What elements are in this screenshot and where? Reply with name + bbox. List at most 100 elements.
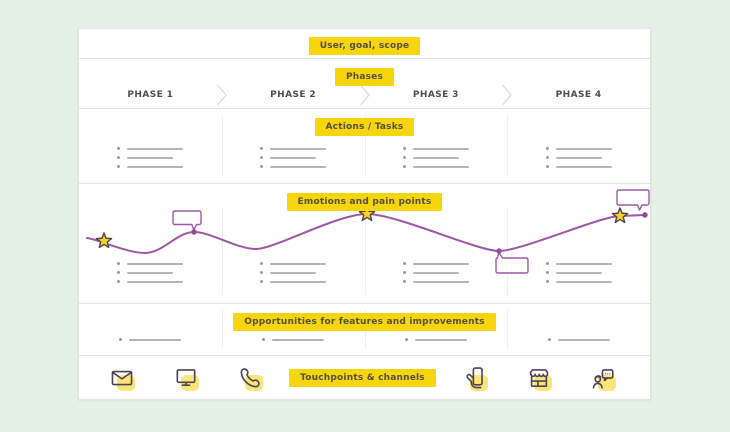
- placeholder-line: [555, 280, 612, 283]
- bullet-dot: [402, 147, 406, 150]
- placeholder-list: [402, 262, 469, 283]
- email-icon: [109, 365, 135, 391]
- list-item: [117, 147, 184, 150]
- bullet-dot: [545, 165, 549, 168]
- list-item: [545, 262, 612, 265]
- chevron-right-icon: [359, 84, 370, 106]
- journey-map-card: User, goal, scope Phases PHASE 1 PHASE 2…: [78, 28, 651, 400]
- list-item: [545, 156, 612, 159]
- bullet-dot: [402, 156, 406, 159]
- bullet-dot: [404, 338, 408, 341]
- placeholder-list: [545, 147, 612, 168]
- list-item: [260, 280, 327, 283]
- list-item: [545, 271, 612, 274]
- placeholder-line: [127, 147, 184, 150]
- list-item: [260, 147, 327, 150]
- bullet-dot: [545, 280, 549, 283]
- placeholder-line: [555, 147, 612, 150]
- bullet-dot: [117, 280, 121, 283]
- actions-tasks-badge: Actions / Tasks: [314, 118, 415, 136]
- list-item: [402, 156, 469, 159]
- list-item: [402, 271, 469, 274]
- emotion-curve: [86, 189, 650, 274]
- bullet-dot: [260, 262, 264, 265]
- placeholder-line: [414, 338, 467, 341]
- bullet-dot: [260, 156, 264, 159]
- placeholder-line: [412, 147, 469, 150]
- placeholder-line: [270, 147, 327, 150]
- curve-dot: [642, 212, 648, 218]
- badge-wrap: User, goal, scope: [308, 33, 421, 55]
- bullet-dot: [402, 271, 406, 274]
- section-user-goal-scope: User, goal, scope: [79, 29, 650, 59]
- phase-grid: PHASE 1 PHASE 2 PHASE 3 PHASE 4: [79, 81, 650, 108]
- list-item: [117, 165, 184, 168]
- list-item: [260, 271, 326, 274]
- touchpoint-icons-right: [462, 365, 616, 391]
- section-actions-tasks: Actions / Tasks: [79, 109, 650, 184]
- placeholder-line: [557, 338, 610, 341]
- bullet-dot: [260, 165, 264, 168]
- callout-bubble: [616, 189, 650, 211]
- bullet-dot: [545, 156, 549, 159]
- phase-4-label: PHASE 4: [555, 89, 602, 100]
- placeholder-list: [260, 262, 327, 283]
- icon-highlight: [534, 374, 552, 391]
- list-item: [402, 280, 469, 283]
- list-item: [117, 271, 183, 274]
- placeholder-list: [402, 147, 469, 168]
- bullet-dot: [545, 147, 549, 150]
- badge-wrap: Opportunities for features and improveme…: [79, 304, 650, 331]
- column-divider: [507, 208, 509, 295]
- placeholder-line: [129, 338, 182, 341]
- bullet-dot: [117, 165, 121, 168]
- curve-dot: [191, 229, 197, 235]
- curve-dot: [496, 248, 502, 254]
- phase-3-label: PHASE 3: [412, 89, 459, 100]
- badge-wrap: Emotions and pain points: [79, 184, 650, 211]
- placeholder-list: [260, 147, 327, 168]
- opportunities-lists: [79, 338, 650, 341]
- phone-icon: [237, 365, 263, 391]
- bullet-dot: [402, 280, 406, 283]
- support-chat-icon: [590, 365, 616, 391]
- list-item: [402, 147, 469, 150]
- column-divider: [221, 310, 223, 349]
- star-marker: [358, 205, 376, 222]
- badge-wrap: Phases: [79, 59, 650, 86]
- bullet-dot: [117, 156, 121, 159]
- monitor-icon: [173, 365, 199, 391]
- mobile-hand-icon: [462, 365, 488, 391]
- placeholder-list: [117, 147, 184, 168]
- column-divider: [364, 208, 366, 295]
- star-marker: [611, 207, 629, 224]
- column-divider: [364, 115, 366, 177]
- placeholder-list: [547, 338, 610, 341]
- bullet-dot: [117, 262, 121, 265]
- list-item: [545, 165, 612, 168]
- bullet-dot: [402, 165, 406, 168]
- touchpoint-icons-left: [109, 365, 263, 391]
- section-opportunities: Opportunities for features and improveme…: [79, 304, 650, 356]
- emotion-line: [86, 212, 646, 255]
- list-item: [260, 165, 327, 168]
- bullet-dot: [260, 147, 264, 150]
- emotions-badge: Emotions and pain points: [286, 193, 443, 211]
- list-item: [117, 262, 184, 265]
- bullet-dot: [260, 280, 264, 283]
- column-divider: [221, 208, 223, 295]
- placeholder-list: [262, 338, 325, 341]
- list-item: [117, 280, 184, 283]
- placeholder-line: [127, 156, 174, 159]
- placeholder-line: [412, 156, 459, 159]
- section-touchpoints: Touchpoints & channels: [79, 356, 650, 399]
- touchpoints-badge: Touchpoints & channels: [289, 368, 436, 387]
- callout-bubble: [495, 251, 529, 274]
- list-item: [260, 262, 327, 265]
- bullet-dot: [547, 338, 551, 341]
- column-divider: [507, 115, 509, 177]
- list-item: [545, 280, 612, 283]
- bullet-dot: [260, 271, 264, 274]
- touchpoints-row: Touchpoints & channels: [79, 356, 650, 399]
